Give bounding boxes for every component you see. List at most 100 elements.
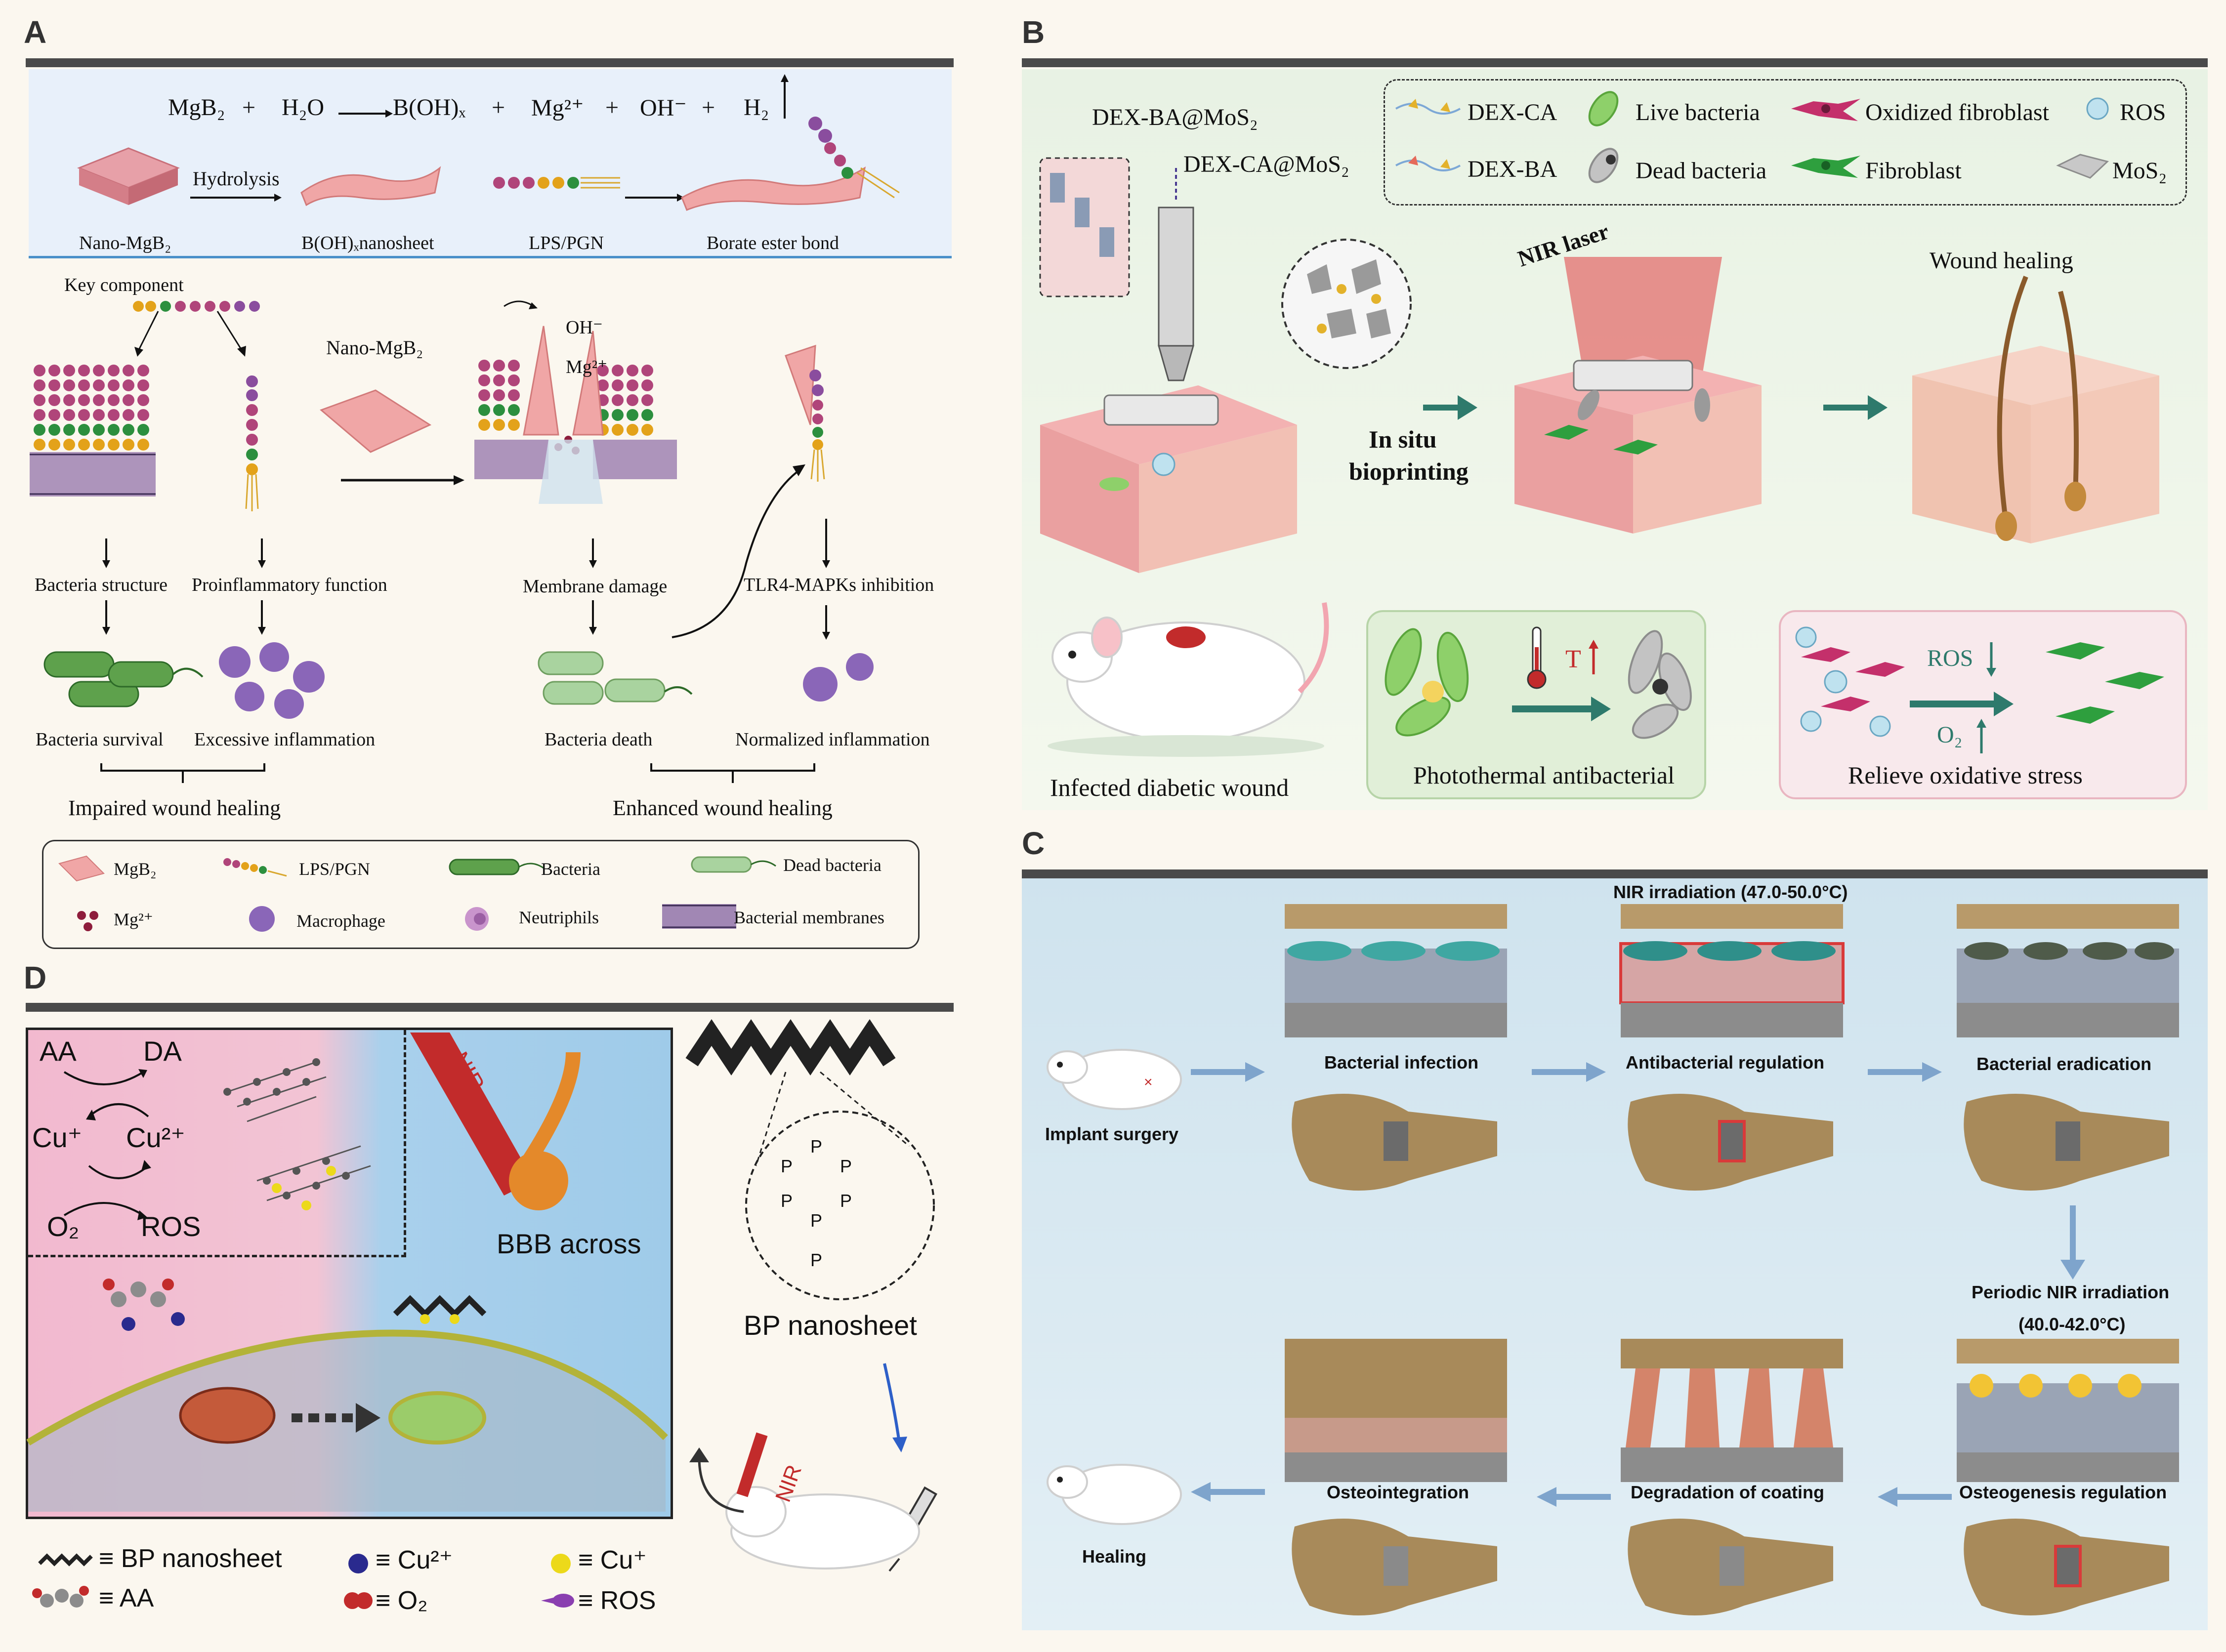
bp-nanosheet-large [685, 1019, 935, 1300]
t-up-label: T [1565, 645, 1581, 673]
c-arrow-2 [1532, 1062, 1606, 1082]
fibroblast-icon [1791, 156, 1860, 178]
stack-osteointegration [1285, 1339, 1507, 1482]
c-arrow-3 [1868, 1062, 1942, 1082]
legend-dex-ba: DEX-BA [1468, 156, 1557, 182]
eradication-label: Bacterial eradication [1976, 1054, 2152, 1074]
hydrolysis-arrow [190, 194, 282, 202]
bp-nanosheet-small [393, 1295, 487, 1324]
da-label: DA [143, 1035, 182, 1067]
teal-arrow-3 [1512, 697, 1611, 721]
lps-pgn-icon [493, 177, 620, 189]
key-component-molecule [133, 301, 260, 312]
dex-ba-icon [1395, 156, 1461, 171]
legend-aa: ≡ AA [99, 1584, 154, 1612]
eq-arrow [338, 110, 393, 118]
borate-bound-lps [785, 344, 825, 482]
down-arrow-5 [102, 600, 110, 635]
proinflammatory-label: Proinflammatory function [192, 575, 387, 595]
bone-implant-3 [1964, 1094, 2169, 1191]
legend-o2-icon [344, 1592, 373, 1609]
down-arrow-2 [258, 538, 266, 568]
c-arrow-5 [1537, 1487, 1611, 1507]
excessive-inflammation-label: Excessive inflammation [194, 729, 376, 750]
c-arrow-6 [1191, 1482, 1265, 1502]
lps-pgn-label: LPS/PGN [529, 233, 604, 253]
down-arrow-8 [822, 605, 830, 640]
p-atom-2: P [781, 1156, 793, 1176]
legend-fibroblast: Fibroblast [1865, 158, 1962, 184]
tlr4-label: TLR4-MAPKs inhibition [744, 575, 934, 595]
p-atom-4: P [781, 1191, 793, 1211]
panel-c-label: C [1022, 826, 1045, 861]
enhanced-label: Enhanced wound healing [613, 796, 833, 820]
eq-plus-4: + [702, 94, 715, 121]
legend-membranes: Bacterial membranes [734, 908, 884, 927]
normalized-inflammation-icon [803, 653, 874, 702]
infected-wound-label: Infected diabetic wound [1050, 774, 1289, 801]
legend-mgb2-icon [58, 855, 105, 882]
eq-plus-3: + [605, 94, 619, 121]
o2-up-arrow [1976, 719, 1986, 753]
eq-plus-1: + [242, 94, 256, 121]
lattice-icon-2 [256, 1145, 371, 1210]
bacteria-survival-icon [43, 651, 204, 707]
membrane-damage-illustration [474, 300, 677, 504]
periodic-temp-label: (40.0-42.0°C) [2018, 1314, 2126, 1334]
panel-b-legend-box [1384, 79, 2187, 206]
bacteria-death-label: Bacteria death [545, 729, 653, 750]
dex-ca-icon [1395, 99, 1461, 115]
relieve-label: Relieve oxidative stress [1848, 761, 2083, 789]
p-atom-6: P [810, 1210, 823, 1231]
eq-mg: Mg²⁺ [531, 95, 584, 121]
curved-arrow-to-main [689, 1447, 744, 1513]
nano-mgb2-sheet-icon [320, 389, 432, 453]
legend-bacteria-icon [449, 859, 544, 875]
printing-skin-illustration [1039, 157, 1297, 573]
mouse-icon-d [725, 1432, 920, 1569]
legend-bacteria: Bacteria [541, 859, 600, 879]
bacteria-structure-label: Bacteria structure [35, 575, 168, 595]
bp-nanosheet-label: BP nanosheet [744, 1310, 917, 1341]
eq-mgb2: MgB₂ [168, 94, 225, 121]
legend-cu2-icon [348, 1554, 368, 1573]
bioprinting-label: bioprinting [1349, 457, 1469, 485]
down-arrow-6 [258, 600, 266, 635]
nir-beam [410, 1032, 581, 1210]
mg-label: Mg²⁺ [566, 357, 608, 377]
cu2-label: Cu²⁺ [126, 1122, 185, 1153]
oxidized-fibroblasts-ros [1795, 626, 1905, 737]
nir-irradiation-label: NIR irradiation (47.0-50.0°C) [1613, 882, 1848, 902]
mos2-icon [2056, 154, 2109, 179]
legend-macrophage-icon [249, 906, 275, 932]
curved-arrow-membrane-to-tlr4 [672, 464, 805, 638]
panel-c-divider [1022, 869, 2208, 878]
membrane-damage-label: Membrane damage [523, 576, 668, 597]
stack-degradation [1621, 1339, 1843, 1482]
legend-dead-bacteria: Dead bacteria [783, 855, 882, 875]
normalized-inflammation-label: Normalized inflammation [735, 729, 930, 750]
legend-mos2: MoS₂ [2112, 158, 2167, 184]
o2-up-label: O₂ [1937, 722, 1963, 748]
healed-skin-illustration [1912, 276, 2159, 543]
mouse-icon-b [1048, 602, 1329, 757]
lattice-icon-1 [223, 1058, 327, 1122]
legend-cu-icon [551, 1554, 571, 1573]
dex-ba-mos2-label: DEX-BA@MoS₂ [1092, 104, 1258, 130]
eq-h2: H₂ [744, 94, 769, 121]
nanosheet-label: B(OH)ₓnanosheet [301, 233, 434, 253]
hydrolysis-label: Hydrolysis [193, 167, 280, 190]
borate-arrow [625, 194, 684, 202]
c-arrow-1 [1191, 1062, 1265, 1082]
bone-implant-4 [1292, 1519, 1497, 1615]
teal-arrow-1 [1423, 395, 1477, 420]
boh-nanosheet-icon [300, 166, 441, 206]
c-arrow-4 [1878, 1487, 1952, 1507]
dex-ca-mos2-label: DEX-CA@MoS₂ [1183, 151, 1349, 177]
legend-cu: ≡ Cu⁺ [578, 1546, 647, 1574]
legend-mg: Mg²⁺ [114, 909, 153, 929]
impaired-brace [100, 763, 265, 783]
panel-a-legend-box [42, 840, 920, 949]
wound-healing-label: Wound healing [1930, 248, 2073, 274]
aa-label: AA [40, 1035, 77, 1067]
